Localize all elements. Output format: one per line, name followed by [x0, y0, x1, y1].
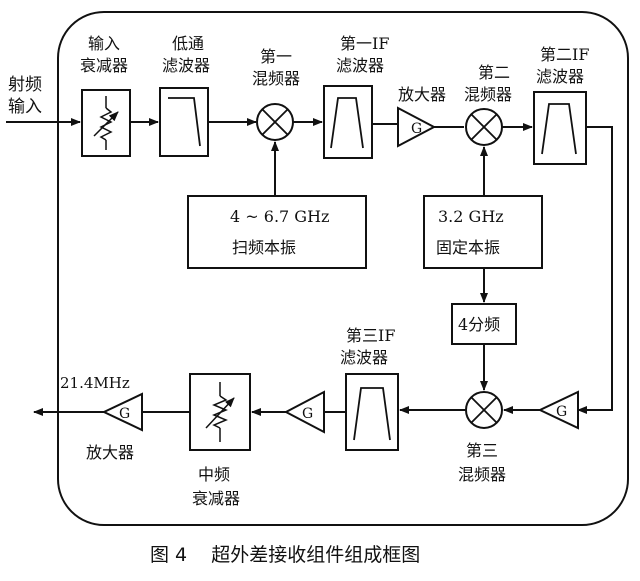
- mixer3-label-2: 混频器: [458, 465, 506, 484]
- mixer1-symbol: [256, 103, 294, 141]
- output-amp-symbol: [101, 392, 143, 432]
- amp2-symbol: [537, 390, 579, 430]
- mixer2-symbol: [465, 108, 503, 146]
- amp1-label: 放大器: [398, 85, 446, 104]
- output-frequency-label: 21.4MHz: [60, 374, 130, 392]
- input-attenuator-label-1: 输入: [88, 34, 120, 53]
- module-enclosure: [57, 11, 629, 526]
- mixer3-symbol: [465, 391, 503, 429]
- fixed-lo-box: [423, 195, 543, 269]
- if-attenuator-label-2: 衰减器: [192, 489, 240, 508]
- if-attenuator-label-1: 中频: [198, 465, 230, 484]
- amp3-gain-symbol: G: [302, 406, 313, 422]
- if2-to-amp-feedback-line: [577, 126, 613, 414]
- rf-input-label-2: 输入: [8, 97, 42, 117]
- if2-filter: [533, 91, 587, 165]
- if3-filter-label-2: 滤波器: [340, 348, 388, 367]
- if1-filter-label-1: 第一IF: [340, 34, 389, 53]
- if2-filter-label-1: 第二IF: [540, 45, 589, 64]
- if-attenuator: [189, 373, 251, 451]
- mixer2-label-1: 第二: [478, 63, 510, 82]
- if3-filter-label-1: 第三IF: [346, 326, 395, 345]
- sweep-lo-frequency: 4 ~ 6.7 GHz: [230, 207, 329, 226]
- fixed-lo-name: 固定本振: [436, 238, 500, 257]
- input-attenuator: [81, 89, 131, 157]
- lowpass-label-1: 低通: [172, 34, 204, 53]
- mixer2-label-2: 混频器: [464, 85, 512, 104]
- if3-filter: [345, 373, 399, 451]
- if1-filter: [323, 85, 373, 159]
- lowpass-filter: [159, 87, 209, 157]
- divider-box: [451, 303, 517, 345]
- amp2-gain-symbol: G: [556, 404, 567, 420]
- input-attenuator-label-2: 衰减器: [80, 56, 128, 75]
- mixer1-label-1: 第一: [260, 47, 292, 66]
- rf-input-label-1: 射频: [8, 75, 42, 95]
- mixer1-label-2: 混频器: [252, 69, 300, 88]
- amp1-gain-symbol: G: [411, 121, 422, 137]
- lowpass-label-2: 滤波器: [162, 56, 210, 75]
- amp1-symbol: [397, 106, 437, 148]
- sweep-lo-box: [187, 195, 367, 269]
- output-amp-gain-symbol: G: [119, 406, 130, 422]
- if2-filter-label-2: 滤波器: [536, 67, 584, 86]
- output-amp-label: 放大器: [86, 443, 134, 462]
- amp3-symbol: [283, 390, 325, 434]
- fixed-lo-frequency: 3.2 GHz: [438, 207, 504, 226]
- if1-filter-label-2: 滤波器: [336, 56, 384, 75]
- mixer3-label-1: 第三: [466, 441, 498, 460]
- sweep-lo-name: 扫频本振: [232, 238, 296, 257]
- divider-label: 4分频: [458, 315, 500, 334]
- figure-caption: 图 4 超外差接收组件组成框图: [150, 544, 420, 566]
